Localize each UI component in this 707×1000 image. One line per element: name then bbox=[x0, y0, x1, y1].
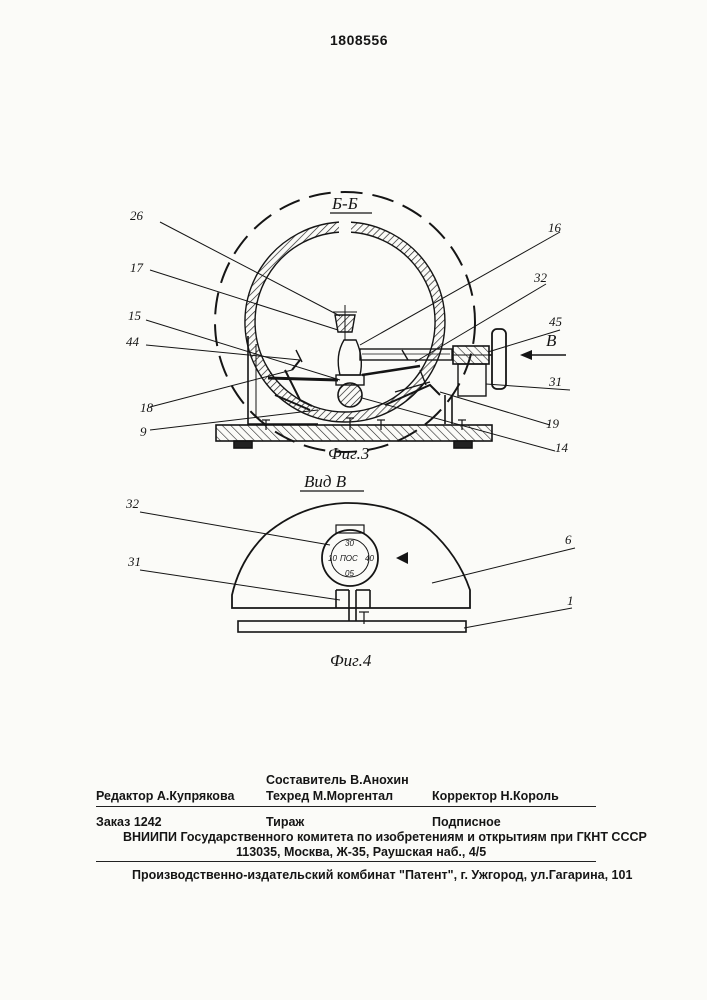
figure-4-caption: Фиг.4 bbox=[330, 651, 372, 670]
circulation: Тираж bbox=[266, 815, 304, 829]
printer: Производственно-издательский комбинат "П… bbox=[132, 868, 632, 882]
techred: Техред М.Моргентал bbox=[266, 789, 393, 803]
dial-mark-40: 40 bbox=[365, 554, 374, 563]
vniipi: ВНИИПИ Государственного комитета по изоб… bbox=[123, 830, 647, 844]
callout-17: 17 bbox=[130, 260, 144, 275]
callout-14: 14 bbox=[555, 440, 569, 455]
order: Заказ 1242 bbox=[96, 815, 162, 829]
view-label: Вид В bbox=[304, 472, 347, 491]
callout-6: 6 bbox=[565, 532, 572, 547]
section-label: Б-Б bbox=[331, 194, 358, 213]
callout-18: 18 bbox=[140, 400, 154, 415]
pointer-icon bbox=[396, 552, 408, 564]
callout-16: 16 bbox=[548, 220, 562, 235]
figure-3: Б-Б bbox=[126, 192, 570, 463]
callout-9: 9 bbox=[140, 424, 147, 439]
compiler: Составитель В.Анохин bbox=[266, 773, 409, 787]
foot-left bbox=[234, 441, 252, 448]
subscription: Подписное bbox=[432, 815, 501, 829]
callout-32: 32 bbox=[533, 270, 548, 285]
dial-center-text: ПОС bbox=[340, 554, 358, 563]
dial-mark-30: 30 bbox=[345, 539, 354, 548]
foot-right bbox=[454, 441, 472, 448]
address: 113035, Москва, Ж-35, Раушская наб., 4/5 bbox=[236, 845, 486, 859]
central-shaft bbox=[338, 383, 362, 407]
dial-mark-05: 05 bbox=[345, 569, 354, 578]
callout-26: 26 bbox=[130, 208, 144, 223]
handwheel[interactable] bbox=[492, 329, 506, 389]
figure-4: Вид В 10 30 40 05 bbox=[125, 472, 575, 670]
editor: Редактор А.Купрякова bbox=[96, 789, 234, 803]
callout-45: 45 bbox=[549, 314, 563, 329]
dial-mark-10: 10 bbox=[328, 554, 337, 563]
corrector: Корректор Н.Король bbox=[432, 789, 559, 803]
figure-3-caption: Фиг.3 bbox=[328, 444, 369, 463]
callout-15: 15 bbox=[128, 308, 142, 323]
divider-bottom bbox=[96, 861, 596, 862]
callout-31-fig4: 31 bbox=[127, 554, 141, 569]
callout-1: 1 bbox=[567, 593, 574, 608]
base-plate bbox=[216, 425, 492, 441]
callout-44: 44 bbox=[126, 334, 140, 349]
callout-32-fig4: 32 bbox=[125, 496, 140, 511]
callout-31: 31 bbox=[548, 374, 562, 389]
callout-19: 19 bbox=[546, 416, 560, 431]
base-rail bbox=[238, 621, 466, 632]
divider-top bbox=[96, 806, 596, 807]
